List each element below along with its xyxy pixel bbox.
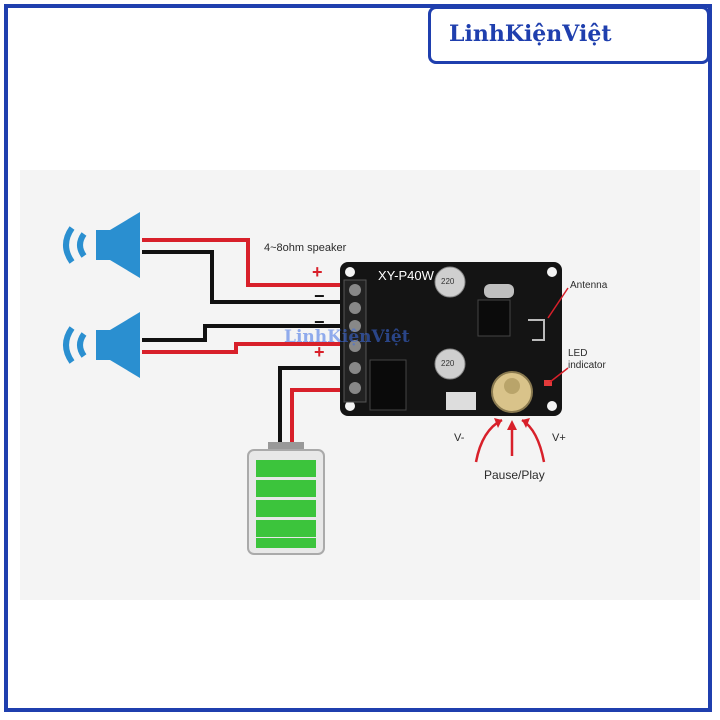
plus-label-speaker2: + bbox=[314, 342, 325, 362]
speaker-label: 4~8ohm speaker bbox=[264, 242, 347, 254]
wire-red-speaker1 bbox=[142, 238, 350, 287]
led-pointer bbox=[549, 367, 569, 383]
led-label-line2: indicator bbox=[568, 360, 606, 371]
battery-icon bbox=[247, 442, 325, 555]
wire-red-battery bbox=[290, 388, 350, 448]
speaker-icon-top bbox=[63, 212, 140, 278]
antenna-label: Antenna bbox=[570, 280, 608, 291]
capacitor-label-2: 220 bbox=[441, 359, 455, 368]
amplifier-board bbox=[340, 262, 562, 416]
board-model-label: XY-P40W bbox=[378, 268, 434, 283]
wire-black-speaker2 bbox=[142, 324, 350, 342]
plus-label-speaker: + bbox=[312, 262, 323, 282]
minus-label-speaker1: − bbox=[314, 286, 325, 306]
wire-red-speaker2 bbox=[142, 342, 350, 354]
v-plus-label: V+ bbox=[552, 432, 566, 444]
brand-logo: LinhKiệnViệt bbox=[428, 6, 710, 64]
wire-black-battery bbox=[278, 366, 350, 448]
capacitor-label-1: 220 bbox=[441, 277, 455, 286]
v-minus-label: V- bbox=[454, 432, 465, 444]
wire-black-speaker1 bbox=[142, 250, 350, 304]
led-label-line1: LED bbox=[568, 348, 588, 359]
antenna-pointer bbox=[547, 287, 569, 319]
brand-logo-text: LinhKiệnViệt bbox=[449, 21, 612, 47]
minus-label-speaker2: − bbox=[314, 312, 325, 332]
image-frame bbox=[4, 4, 712, 712]
watermark-text: LinhKiệnViệt bbox=[284, 327, 410, 347]
speaker-icon-bottom bbox=[63, 312, 140, 378]
pause-play-label: Pause/Play bbox=[484, 468, 545, 482]
